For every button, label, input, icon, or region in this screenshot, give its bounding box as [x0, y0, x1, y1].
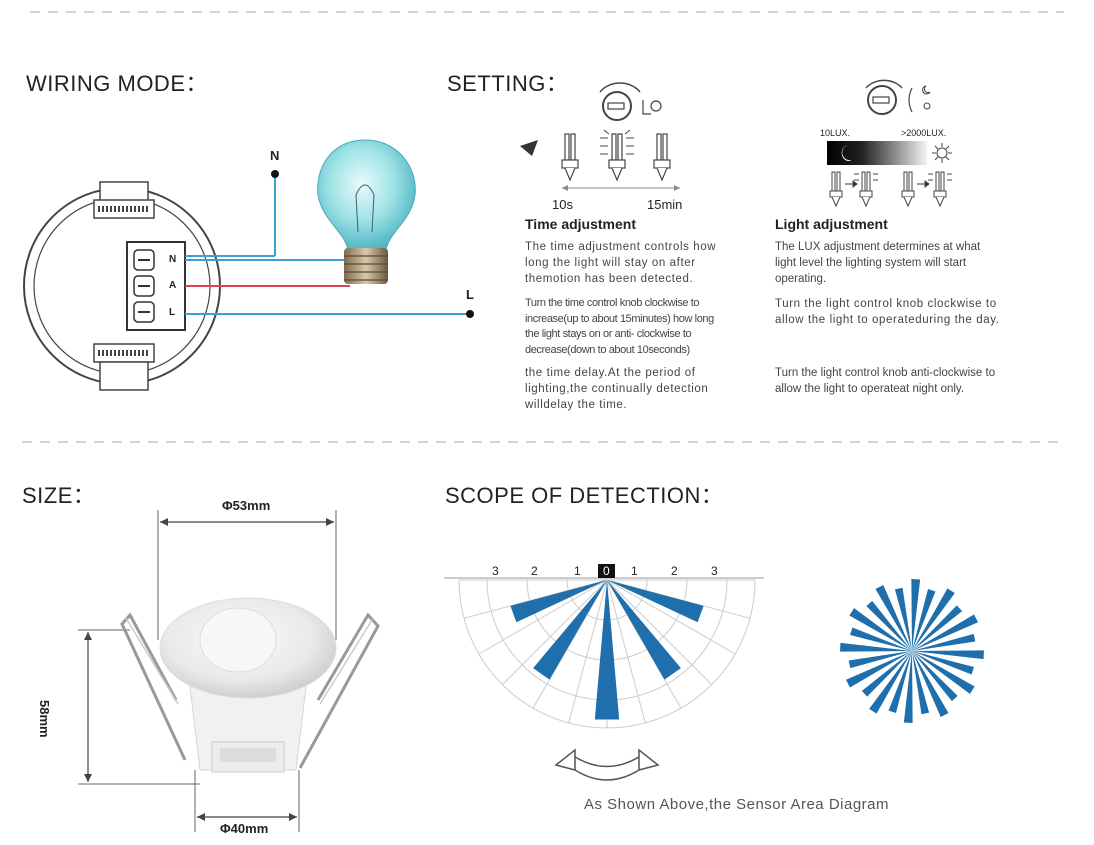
- detection-beam-full: [912, 651, 949, 718]
- detection-beam-full: [861, 651, 912, 697]
- top-spring-clip: [93, 181, 155, 219]
- range-spoke: [606, 579, 682, 709]
- light-adjustment-para1: The LUX adjustment determines at what li…: [775, 241, 981, 285]
- sun-icon: [932, 143, 952, 163]
- semicircle-beams: [510, 580, 704, 720]
- lux-bulbs: [829, 171, 952, 208]
- detection-beam-full: [869, 651, 912, 714]
- full-circle-beams: [840, 579, 984, 723]
- size-heading: SIZE：: [22, 483, 96, 508]
- detection-beam: [594, 580, 620, 720]
- detection-beam-full: [903, 651, 913, 723]
- lux-min-label: 10LUX.: [820, 128, 851, 138]
- light-adjustment-title: Light adjustment: [775, 216, 888, 232]
- scope-heading: SCOPE OF DETECTION：: [445, 483, 724, 508]
- bottom-diameter-label: Φ40mm: [220, 821, 269, 836]
- detection-beam-full: [912, 589, 936, 651]
- n-wire-label: N: [270, 148, 280, 163]
- moon-sun-icon: [908, 87, 913, 113]
- range-spoke: [606, 579, 736, 655]
- bottom-spring-clip: [93, 343, 155, 391]
- cfl-bulb-off-left: [561, 133, 579, 182]
- detection-beam-full: [850, 627, 912, 651]
- detection-beam-full: [912, 614, 979, 651]
- scale-label-1-right: 1: [631, 564, 638, 578]
- swing-double-arrow-icon: [554, 748, 660, 781]
- scale-label-3-right: 3: [711, 564, 718, 578]
- detection-beam-full: [912, 633, 976, 651]
- detection-beam-full: [894, 587, 912, 651]
- cfl-bulb-off-right: [653, 133, 671, 182]
- range-spoke: [606, 579, 713, 686]
- terminal-label-n: N: [169, 254, 177, 265]
- time-min-label: 10s: [552, 197, 573, 212]
- left-spring-clip: [120, 612, 187, 761]
- detection-beam-full: [888, 651, 912, 713]
- wiring-mode-heading: WIRING MODE：: [26, 71, 208, 96]
- time-adjustment-title: Time adjustment: [525, 216, 636, 232]
- scale-label-3-left: 3: [492, 564, 499, 578]
- scale-label-1-left: 1: [574, 564, 581, 578]
- lux-max-label: >2000LUX.: [901, 128, 947, 138]
- detection-beam-full: [912, 651, 958, 702]
- scale-label-2-right: 2: [671, 564, 678, 578]
- pir-lens: [199, 607, 277, 673]
- time-adjustment-para3: the time delay.At the period of lighting…: [525, 367, 709, 411]
- terminal-label-a: A: [169, 280, 177, 291]
- detection-beam-full: [912, 651, 974, 675]
- detection-beam-full: [845, 651, 912, 688]
- right-spring-clip: [298, 612, 380, 769]
- time-adjustment-para1: The time adjustment controls how long th…: [525, 241, 717, 285]
- clock-icon: [650, 100, 662, 112]
- scale-label-2-left: 2: [531, 564, 538, 578]
- detection-beam-full: [840, 642, 912, 652]
- detection-beam-full: [848, 651, 912, 669]
- light-bulb: [317, 139, 416, 284]
- detection-beam-full: [911, 579, 921, 651]
- detection-beam-full: [912, 650, 984, 660]
- detection-beam-full: [866, 600, 912, 651]
- range-spoke: [568, 579, 608, 724]
- cfl-bulb-lit-center: [600, 129, 634, 182]
- lux-gradient-bar: [827, 141, 927, 165]
- pointer-arrow-icon: [520, 140, 538, 156]
- light-adjustment-para2: Turn the light control knob clockwise to…: [775, 298, 1000, 326]
- detection-beam: [607, 580, 704, 623]
- light-adjustment-para3: Turn the light control knob anti-clockwi…: [775, 367, 996, 395]
- detection-beam: [607, 580, 681, 680]
- sensor-area-caption: As Shown Above,the Sensor Area Diagram: [584, 796, 889, 813]
- range-spoke: [532, 579, 608, 709]
- detection-beam: [533, 580, 607, 680]
- range-spoke: [606, 579, 646, 724]
- distance-scale: 3 2 1 0 1 2 3: [444, 564, 764, 580]
- l-terminal-dot: [466, 310, 474, 318]
- detection-beam-full: [912, 588, 955, 651]
- detection-beam-full: [875, 584, 912, 651]
- detection-beam-full: [912, 651, 975, 694]
- range-spoke: [478, 579, 608, 655]
- time-max-label: 15min: [647, 197, 683, 212]
- scale-label-0: 0: [598, 564, 615, 578]
- terminal-label-l: L: [169, 307, 176, 318]
- terminal-block: [126, 241, 186, 331]
- n-terminal-dot: [271, 170, 279, 178]
- time-adjustment-para2: Turn the time control knob clockwise to …: [525, 297, 714, 356]
- detection-beam-full: [912, 651, 930, 715]
- detection-beam-full: [912, 605, 963, 651]
- l-wire-label: L: [466, 287, 474, 302]
- detection-beam-full: [849, 608, 912, 651]
- range-spoke: [501, 579, 608, 686]
- top-diameter-label: Φ53mm: [222, 498, 271, 513]
- setting-heading: SETTING：: [447, 71, 569, 96]
- detection-beam: [510, 580, 607, 623]
